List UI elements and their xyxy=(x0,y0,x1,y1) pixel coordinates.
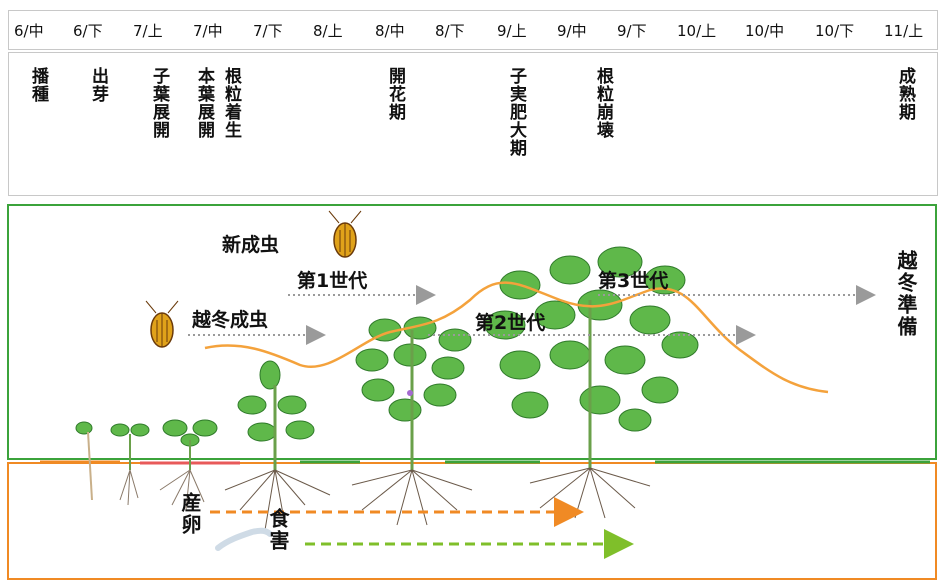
gen1-label: 第1世代 xyxy=(297,270,368,292)
month-label: 6/中 xyxy=(14,22,44,40)
stage-flowering: 開花期 xyxy=(385,67,405,121)
month-label: 10/上 xyxy=(677,22,717,40)
stage-sowing: 播種 xyxy=(28,67,48,103)
timeline-bar: 6/中 6/下 7/上 7/中 7/下 8/上 8/中 8/下 9/上 9/中 … xyxy=(8,10,938,50)
gen2-label: 第2世代 xyxy=(475,312,546,334)
ground-line xyxy=(40,460,930,465)
gen3-label: 第3世代 xyxy=(598,270,669,292)
month-label: 6/下 xyxy=(73,22,103,40)
month-label: 10/下 xyxy=(815,22,855,40)
month-label: 10/中 xyxy=(745,22,785,40)
stage-nodule-collapse: 根粒崩壊 xyxy=(593,67,613,139)
month-label: 7/中 xyxy=(193,22,223,40)
beetle-icon xyxy=(145,300,179,348)
young-plant xyxy=(224,360,331,531)
overwinter-adult-label: 越冬成虫 xyxy=(192,309,269,331)
oviposition-label: 産卵 xyxy=(178,492,202,536)
month-label: 8/下 xyxy=(435,22,465,40)
stage-true-leaf: 本葉展開 xyxy=(194,67,214,139)
overwinter-prep-label: 越冬準備 xyxy=(894,250,918,338)
flowering-plant xyxy=(351,316,473,526)
month-label: 11/上 xyxy=(884,22,924,40)
stage-nodule-form: 根粒着生 xyxy=(221,67,241,139)
new-adult-label: 新成虫 xyxy=(222,234,280,256)
month-label: 7/下 xyxy=(253,22,283,40)
beetle-icon xyxy=(328,210,362,258)
seedling-plant xyxy=(75,419,218,511)
population-curve xyxy=(204,281,829,394)
month-label: 9/上 xyxy=(497,22,527,40)
growth-stages-panel: 播種 出芽 子葉展開 本葉展開 根粒着生 開花期 子実肥大期 根粒崩壊 成熟期 xyxy=(8,52,938,196)
mature-plant xyxy=(484,246,699,519)
month-label: 7/上 xyxy=(133,22,163,40)
month-label: 8/上 xyxy=(313,22,343,40)
larva-icon xyxy=(215,527,273,551)
month-label: 9/中 xyxy=(557,22,587,40)
stage-pod-fill: 子実肥大期 xyxy=(506,67,526,157)
above-ground-panel xyxy=(7,204,937,460)
stage-maturity: 成熟期 xyxy=(895,67,915,121)
stage-cotyledon: 子葉展開 xyxy=(149,67,169,139)
feeding-damage-label: 食害 xyxy=(266,508,290,552)
stage-emergence: 出芽 xyxy=(88,67,108,103)
month-label: 9/下 xyxy=(617,22,647,40)
month-label: 8/中 xyxy=(375,22,405,40)
